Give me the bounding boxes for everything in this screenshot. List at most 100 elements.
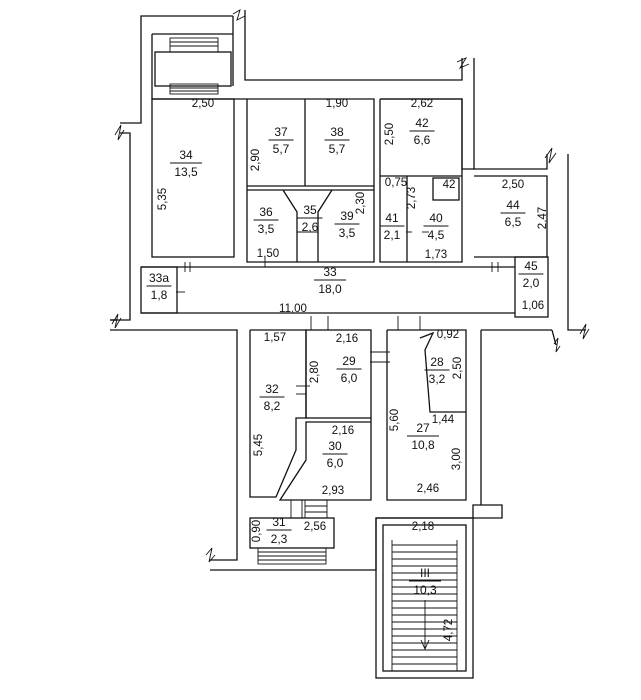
room-number: 41 — [385, 211, 399, 225]
dim-28-bottom: 1,44 — [432, 414, 455, 426]
dim-44-side: 2,47 — [537, 207, 549, 229]
rm-iii: III 10,3 — [409, 566, 441, 597]
room-area: 2,0 — [523, 276, 540, 290]
dim-34-top: 2,50 — [192, 98, 214, 110]
room-area: 5,7 — [329, 142, 346, 156]
dim-stair-top: 2,18 — [412, 521, 434, 533]
room-area: 13,5 — [174, 165, 198, 179]
room-number: III — [420, 566, 430, 580]
dim-37-side: 2,90 — [250, 149, 262, 171]
dim-corridor: 11,00 — [279, 303, 307, 315]
room-number: 39 — [340, 209, 354, 223]
dim-27-bottom: 2,46 — [417, 483, 439, 495]
rm-30: 306,0 — [322, 439, 348, 470]
room-number: 45 — [524, 259, 538, 273]
dim-29-top: 2,16 — [336, 333, 358, 345]
rm-37: 375,7 — [268, 125, 294, 156]
dim-28-side: 2,50 — [452, 357, 464, 379]
dim-32-side: 5,45 — [253, 434, 265, 456]
dim-42-top: 2,62 — [411, 98, 433, 110]
room-area: 10,8 — [411, 438, 435, 452]
rm-28: 283,2 — [424, 355, 450, 386]
room-area: 3,2 — [429, 372, 446, 386]
rm-38: 385,7 — [324, 125, 350, 156]
room-number: 29 — [342, 354, 356, 368]
room-area: 6,5 — [505, 215, 522, 229]
room-number: 34 — [179, 148, 193, 162]
dim-41-top: 0,75 — [385, 177, 407, 189]
dim-39-side: 2,30 — [355, 192, 367, 214]
dim-40-side: 2,73 — [406, 187, 418, 209]
rm-27: 27 10,8 — [407, 421, 439, 452]
lower-rooms — [249, 316, 467, 565]
room-area: 4,5 — [428, 228, 445, 242]
room-area: 3,5 — [258, 222, 275, 236]
dim-30-top: 2,16 — [332, 425, 354, 437]
dim-30-bottom: 2,93 — [322, 485, 344, 497]
dim-45-bottom: 1,06 — [522, 300, 544, 312]
rm-33: 33 18,0 — [314, 265, 346, 296]
room-number: 38 — [330, 125, 344, 139]
room-area: 1,8 — [151, 288, 168, 302]
dim-27-side: 5,60 — [389, 409, 401, 431]
room-area: 8,2 — [264, 399, 281, 413]
dim-42-side: 2,50 — [384, 123, 396, 145]
rm-36: 363,5 — [253, 205, 279, 236]
room-area: 10,3 — [413, 583, 437, 597]
room-area: 3,5 — [339, 226, 356, 240]
dim-31-side: 0,90 — [251, 520, 263, 542]
dim-44-top: 2,50 — [502, 179, 524, 191]
room-area: 2,6 — [302, 220, 319, 234]
staircase-iii — [375, 517, 474, 679]
rm-31: 312,3 — [266, 515, 292, 546]
dim-stair-side: 4,72 — [443, 619, 455, 641]
rm-45: 452,0 — [518, 259, 544, 290]
dim-32-top: 1,57 — [264, 332, 286, 344]
dim-38-top: 1,90 — [326, 98, 348, 110]
room-number: 37 — [274, 125, 288, 139]
room-area: 2,3 — [271, 532, 288, 546]
corridor — [140, 231, 549, 318]
room-number: 40 — [429, 211, 443, 225]
dim-34-side: 5,35 — [157, 188, 169, 210]
top-stair — [154, 37, 232, 95]
dimension-labels: 2,50 5,35 2,90 1,90 2,62 2,50 2,30 0,752,73 42 2,… — [157, 98, 549, 641]
room-area: 6,0 — [341, 371, 358, 385]
room-area: 2,1 — [384, 228, 401, 242]
rm-44: 446,5 — [500, 198, 526, 229]
room-number: 27 — [416, 421, 430, 435]
rm-39: 393,5 — [334, 209, 360, 240]
room-labels: 3413,5375,7385,7426,6363,5352,6393,5412,… — [146, 116, 544, 597]
dim-40-bottom: 1,73 — [425, 249, 447, 261]
dim-27-side2: 3,00 — [451, 448, 463, 470]
room-area: 6,0 — [327, 456, 344, 470]
room-number: 35 — [303, 203, 317, 217]
dim-36-bottom: 1,50 — [257, 248, 279, 260]
rm-42: 426,6 — [409, 116, 435, 147]
break-marks — [111, 9, 590, 563]
room-number: 28 — [430, 355, 444, 369]
dim-31-top: 2,56 — [304, 521, 326, 533]
rm-32: 328,2 — [259, 382, 285, 413]
room-number: 32 — [265, 382, 279, 396]
room-number: 33a — [149, 271, 169, 285]
rm-41: 412,1 — [379, 211, 405, 242]
rm-34: 34 13,5 — [170, 148, 202, 179]
rm-29: 296,0 — [336, 354, 362, 385]
room-area: 18,0 — [318, 282, 342, 296]
room-area: 6,6 — [414, 133, 431, 147]
room-number: 44 — [506, 198, 520, 212]
room-area: 5,7 — [273, 142, 290, 156]
room-number: 31 — [272, 515, 286, 529]
upper-rooms — [151, 98, 548, 263]
room-number: 42 — [415, 116, 429, 130]
dim-42-small: 42 — [443, 179, 456, 191]
room-number: 30 — [328, 439, 342, 453]
rm-40: 404,5 — [423, 211, 449, 242]
dim-29-side: 2,80 — [309, 361, 321, 383]
room-number: 33 — [323, 265, 337, 279]
rm-35: 352,6 — [297, 203, 323, 234]
room-number: 36 — [259, 205, 273, 219]
